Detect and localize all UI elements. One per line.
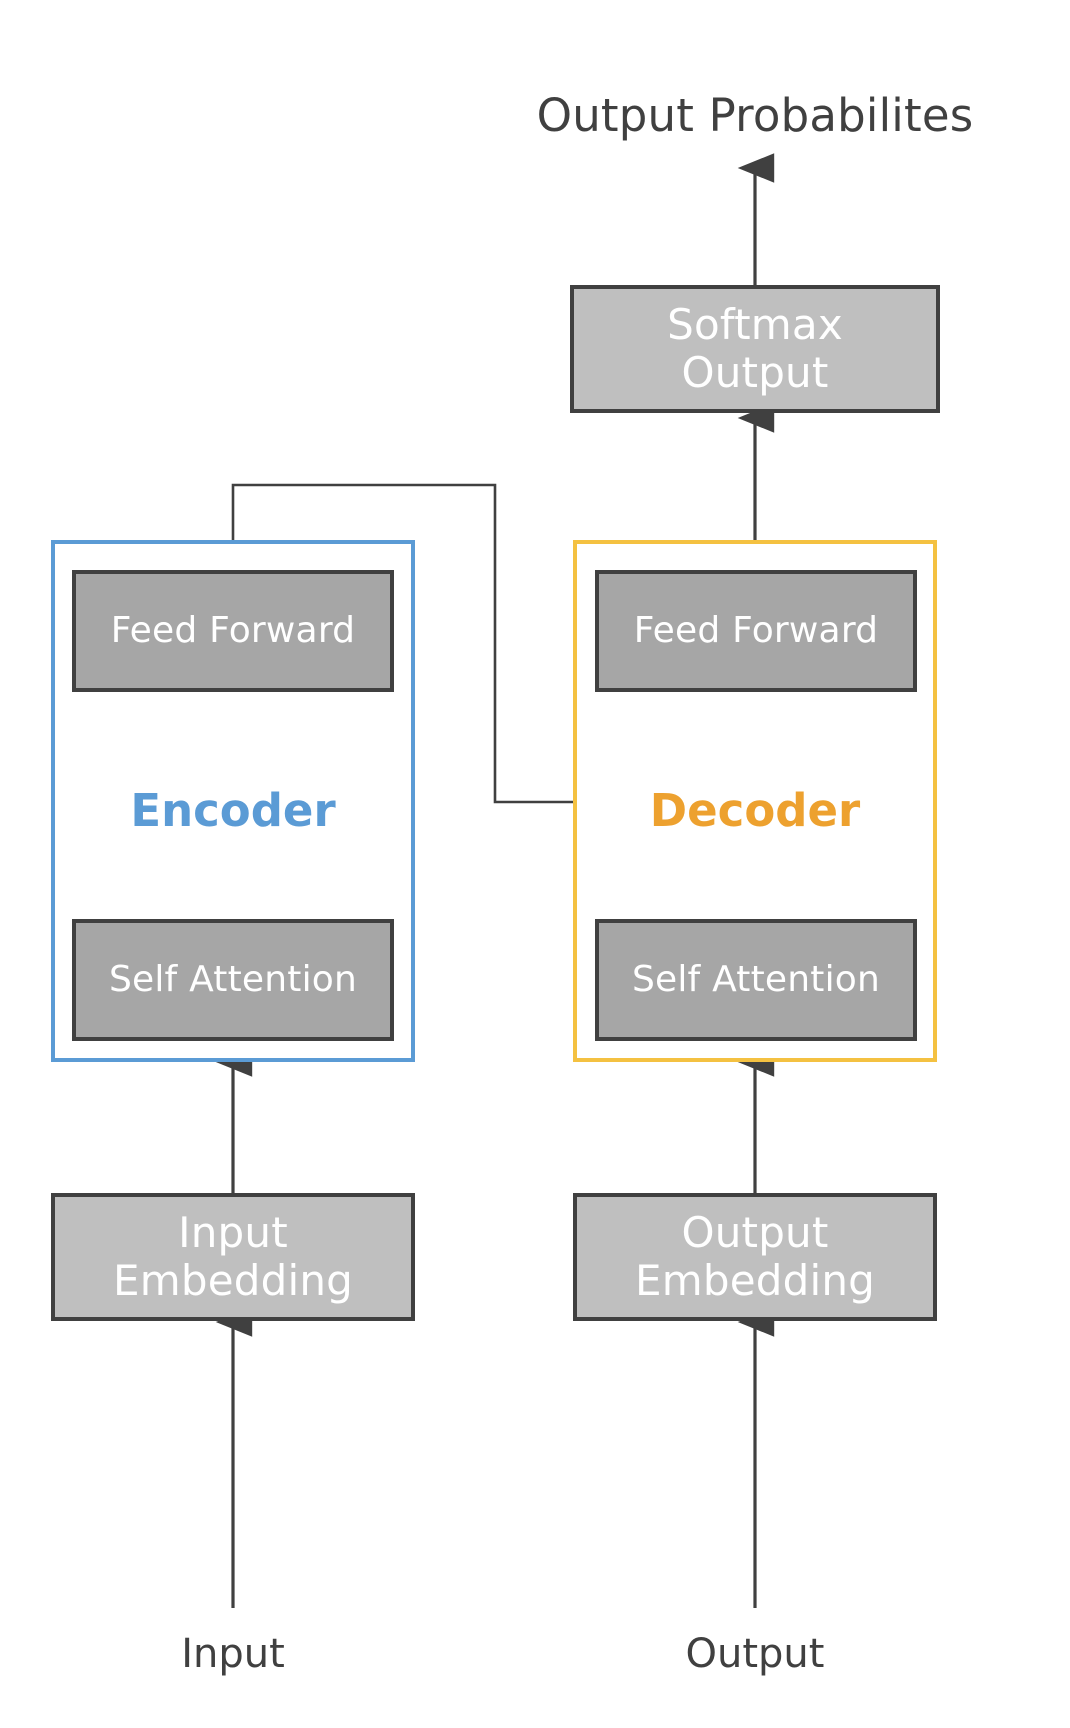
input-label: Input bbox=[181, 1631, 285, 1677]
output-embedding-line2: Embedding bbox=[634, 1256, 876, 1305]
softmax-output-line1: Softmax bbox=[667, 299, 843, 349]
encoder-feed-forward-box[interactable]: Feed Forward bbox=[72, 570, 394, 692]
decoder-self-attention-box[interactable]: Self Attention bbox=[595, 919, 917, 1041]
output-probabilities-label: Output Probabilites bbox=[536, 89, 974, 142]
input-embedding-box[interactable]: Input Embedding bbox=[51, 1193, 415, 1321]
input-embedding-line2: Embedding bbox=[112, 1256, 354, 1305]
output-embedding-line1: Output bbox=[681, 1207, 829, 1257]
output-label: Output bbox=[685, 1631, 825, 1677]
decoder-feed-forward-box[interactable]: Feed Forward bbox=[595, 570, 917, 692]
softmax-output-box[interactable]: Softmax Output bbox=[570, 285, 940, 413]
output-embedding-box[interactable]: Output Embedding bbox=[573, 1193, 937, 1321]
decoder-label: Decoder bbox=[649, 784, 861, 837]
encoder-self-attention-box[interactable]: Self Attention bbox=[72, 919, 394, 1041]
input-embedding-line1: Input bbox=[178, 1207, 288, 1257]
softmax-output-line2: Output bbox=[681, 348, 829, 397]
encoder-label: Encoder bbox=[130, 784, 336, 837]
